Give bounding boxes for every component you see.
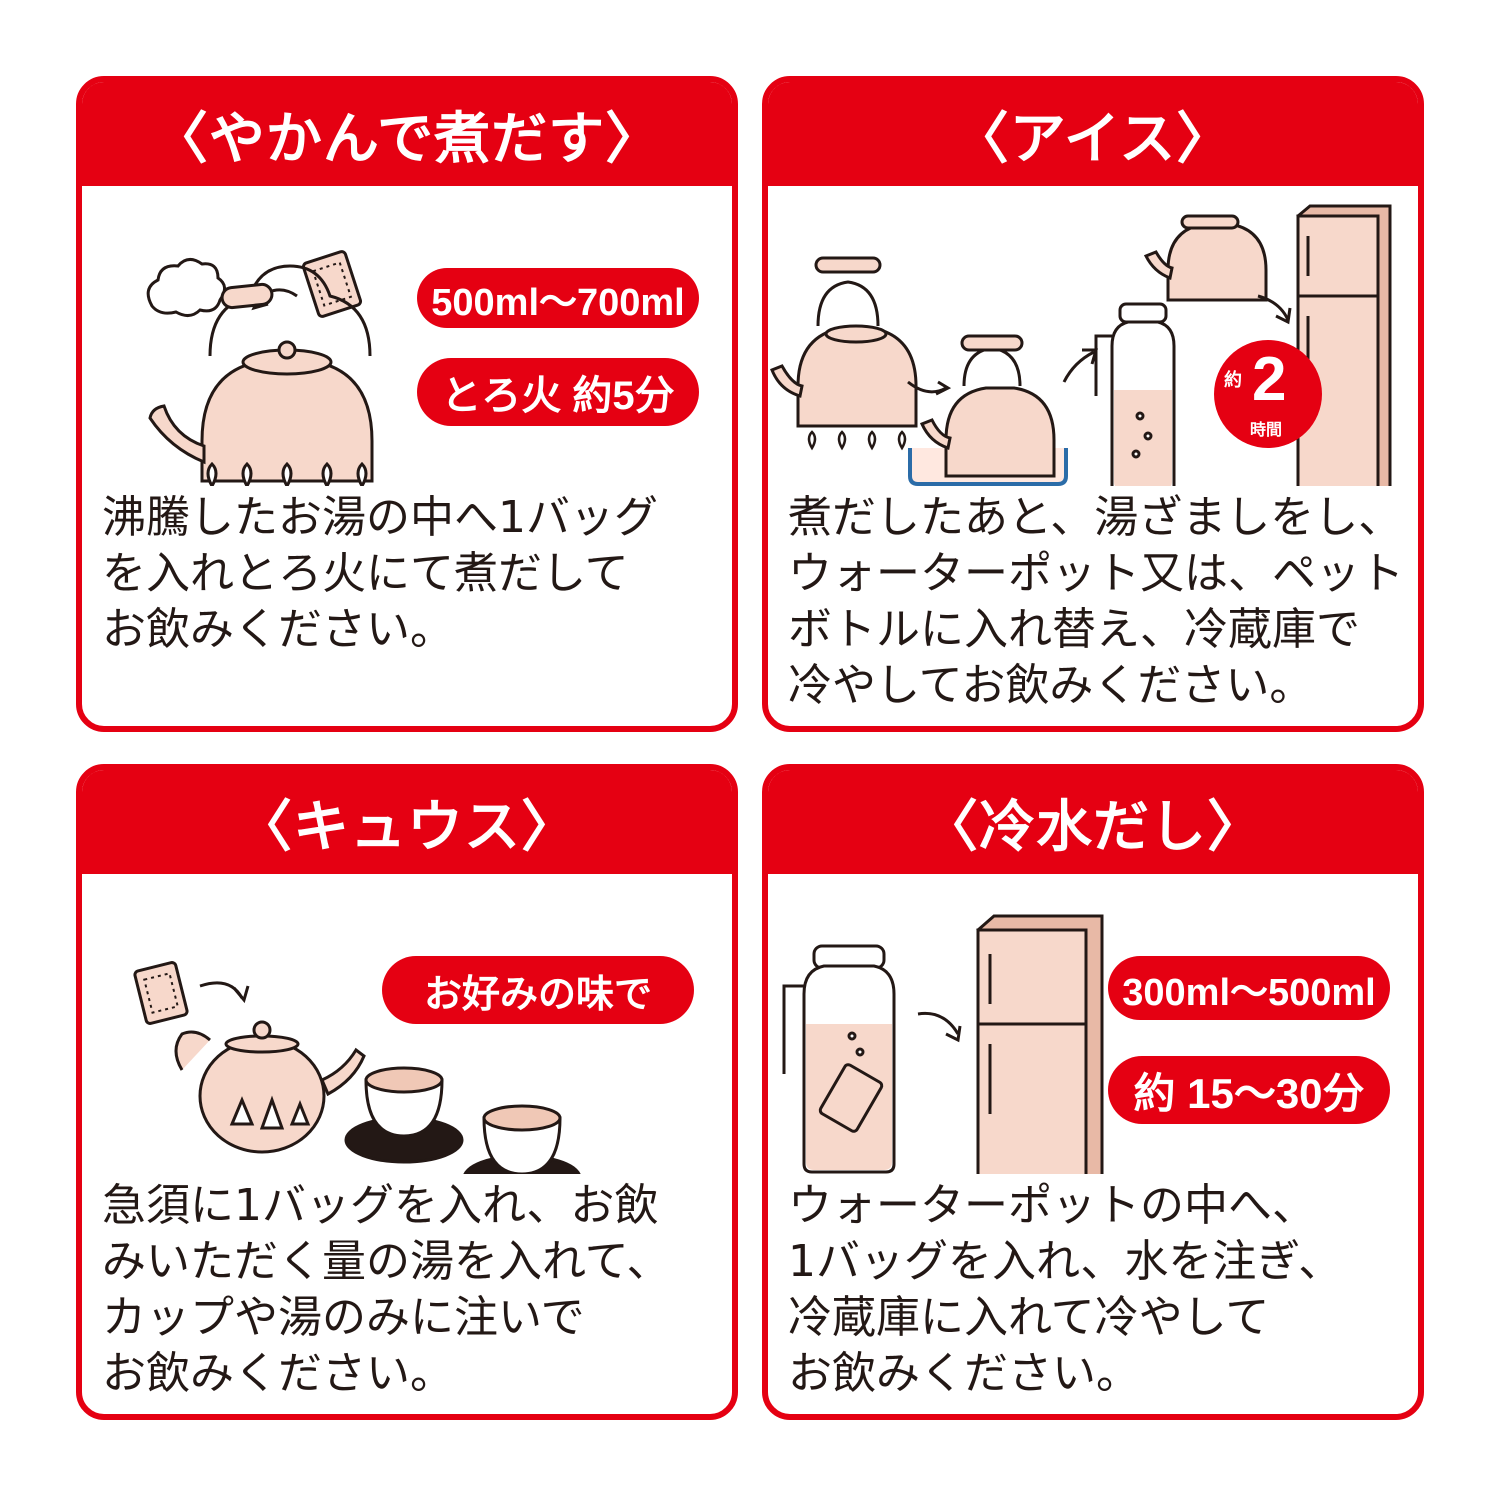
kettle-illustration [146,250,374,486]
taste-pill: お好みの味で [382,956,694,1024]
card-instructions: 急須に1バッグを入れ、お飲 みいただく量の湯を入れて、 カップや湯のみに注いで … [102,1180,671,1399]
card-instructions: ウォーターポットの中へ、 1バッグを入れ、水を注ぎ、 冷蔵庫に入れて冷やして お… [788,1180,1343,1399]
card-cold-brew: 〈冷水だし〉 300ml〜500ml 約 15〜30分 ウォーターポットの中へ、… [762,764,1424,1420]
card-instructions: 煮だしたあと、湯ざましをし、 ウォーターポット又は、ペット ボトルに入れ替え、冷… [788,492,1404,711]
steam-icon [146,258,226,317]
water-pot-icon [782,944,896,1174]
tea-bag-icon [301,250,363,318]
arrow-icon [1257,294,1290,321]
badge-number: 2 [1252,345,1287,414]
teapot-illustration [133,961,581,1174]
refrigerator-icon [976,914,1104,1174]
cold-brew-illustration [782,914,1104,1174]
volume-pill: 500ml〜700ml [417,268,699,328]
card-title: 〈キュウス〉 [82,770,732,874]
refrigerator-icon [1296,204,1392,486]
badge-unit: 時間 [1250,420,1283,439]
time-badge: 約 2 時間 [1214,340,1322,448]
kettle-icon [148,264,374,483]
volume-pill: 300ml〜500ml [1108,956,1390,1020]
teacup-icon [344,1066,464,1164]
kettle-icon [1143,214,1268,302]
teacup-icon [463,1104,581,1174]
arrow-icon [917,1011,960,1035]
card-teapot: 〈キュウス〉 お好みの味で 急須に1バッグを入れ、お飲 みいただく量の湯を入れて… [76,764,738,1420]
water-pot-icon [1094,302,1176,486]
card-title: 〈やかんで煮だす〉 [82,82,732,186]
card-title: 〈アイス〉 [768,82,1418,186]
badge-prefix: 約 [1224,370,1242,391]
tea-bag-icon [133,961,189,1025]
time-pill: 約 15〜30分 [1108,1056,1390,1124]
card-kettle-boil: 〈やかんで煮だす〉 500ml〜700ml とろ火 約5分 沸騰したお湯の中へ1 [76,76,738,732]
stove-flame-icon [206,461,368,486]
card-iced: 〈アイス〉 [762,76,1424,732]
card-title: 〈冷水だし〉 [768,770,1418,874]
teapot-icon [174,1020,366,1154]
stove-flame-icon [807,430,907,451]
iced-illustration [770,204,1392,486]
kettle-icon [919,334,1056,478]
card-instructions: 沸騰したお湯の中へ1バッグ を入れとろ火にて煮だして お飲みください。 [102,492,658,655]
time-pill: とろ火 約5分 [417,358,699,426]
arrow-icon [1062,350,1095,383]
kettle-icon [770,256,918,428]
